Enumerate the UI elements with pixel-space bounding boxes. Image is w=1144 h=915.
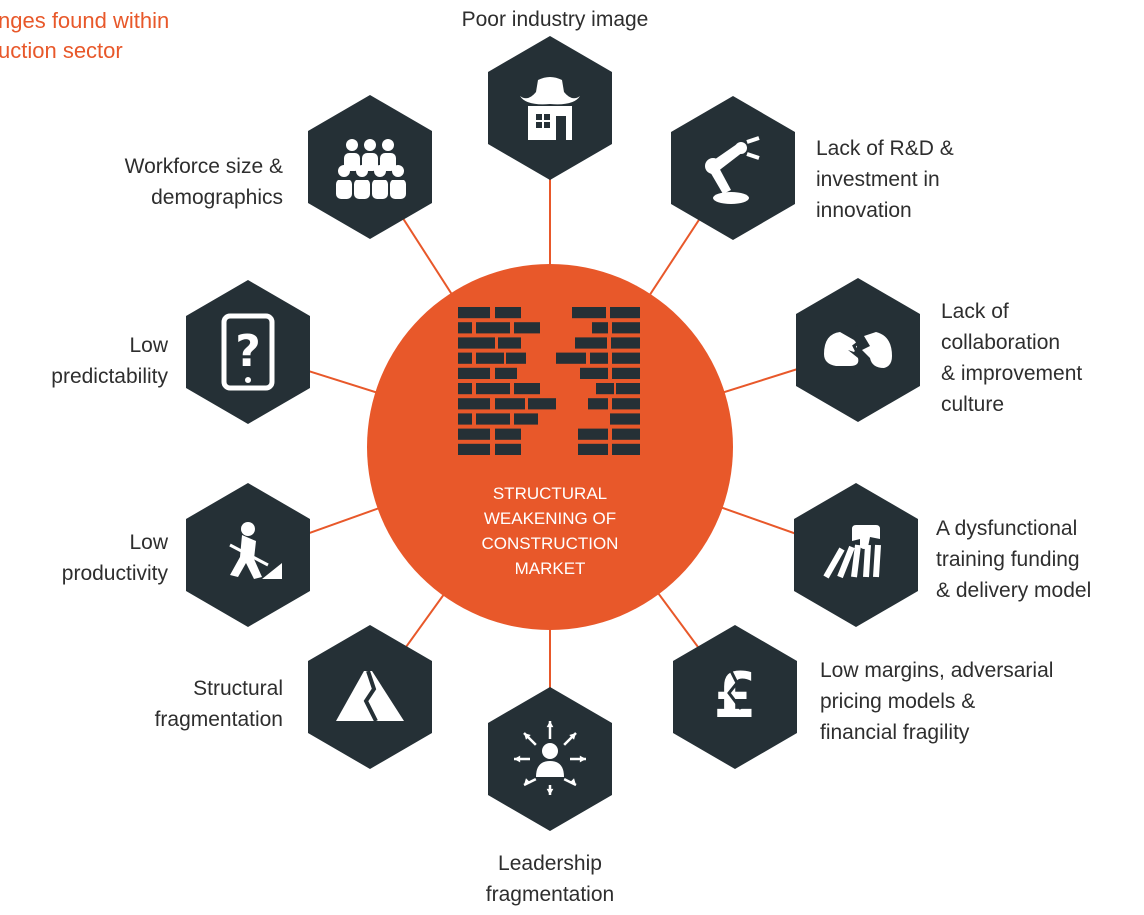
label-dysfunctional-training: A dysfunctional training funding & deliv… (936, 517, 1092, 602)
svg-text:?: ? (235, 326, 261, 377)
tablet-question-icon: ? (221, 313, 275, 391)
broken-pound-icon: £ (713, 659, 756, 732)
hexagon-structural-fragmentation (308, 625, 432, 769)
label-leadership-fragmentation: Leadership fragmentation (485, 852, 615, 906)
brick-wall-crack-icon (458, 307, 640, 455)
hexagon-dysfunctional-training (794, 483, 918, 627)
hexagon-low-margins: £ (673, 625, 797, 769)
hexagon-leadership-fragmentation (488, 687, 612, 831)
center-label: STRUCTURAL WEAKENING OF CONSTRUCTION MAR… (481, 484, 619, 578)
label-poor-industry-image: Poor industry image (461, 8, 649, 31)
person-arrows-icon (514, 721, 586, 795)
label-structural-fragmentation: Structural fragmentation (154, 677, 283, 731)
cracked-mountain-icon (336, 670, 404, 722)
hexagon-workforce-size (308, 95, 432, 239)
label-low-margins: Low margins, adversarial pricing models … (820, 659, 1054, 744)
hexagon-lack-of-rd (671, 96, 795, 240)
dominoes-hand-icon (823, 525, 881, 579)
label-workforce-size: Workforce size & demographics (124, 155, 283, 209)
hexagon-low-productivity (186, 483, 310, 627)
hexagon-poor-industry-image (488, 36, 612, 180)
label-lack-of-collaboration: Lack of collaboration & improvement cult… (941, 300, 1083, 416)
hexagon-lack-of-collaboration (796, 278, 920, 422)
label-lack-of-rd: Lack of R&D & investment in innovation (816, 137, 954, 222)
label-low-productivity: Low productivity (61, 531, 168, 585)
robot-arm-icon (705, 136, 760, 204)
label-low-predictability: Low predictability (51, 334, 168, 388)
separated-hands-icon (824, 325, 892, 375)
digging-worker-icon (229, 522, 282, 579)
group-of-people-icon (335, 139, 407, 199)
house-cowboy-hat-icon (520, 77, 580, 140)
hexagon-low-predictability: ? (186, 280, 310, 424)
title-fragment: nges found within uction sector (0, 8, 170, 63)
svg-text:£: £ (713, 659, 756, 732)
